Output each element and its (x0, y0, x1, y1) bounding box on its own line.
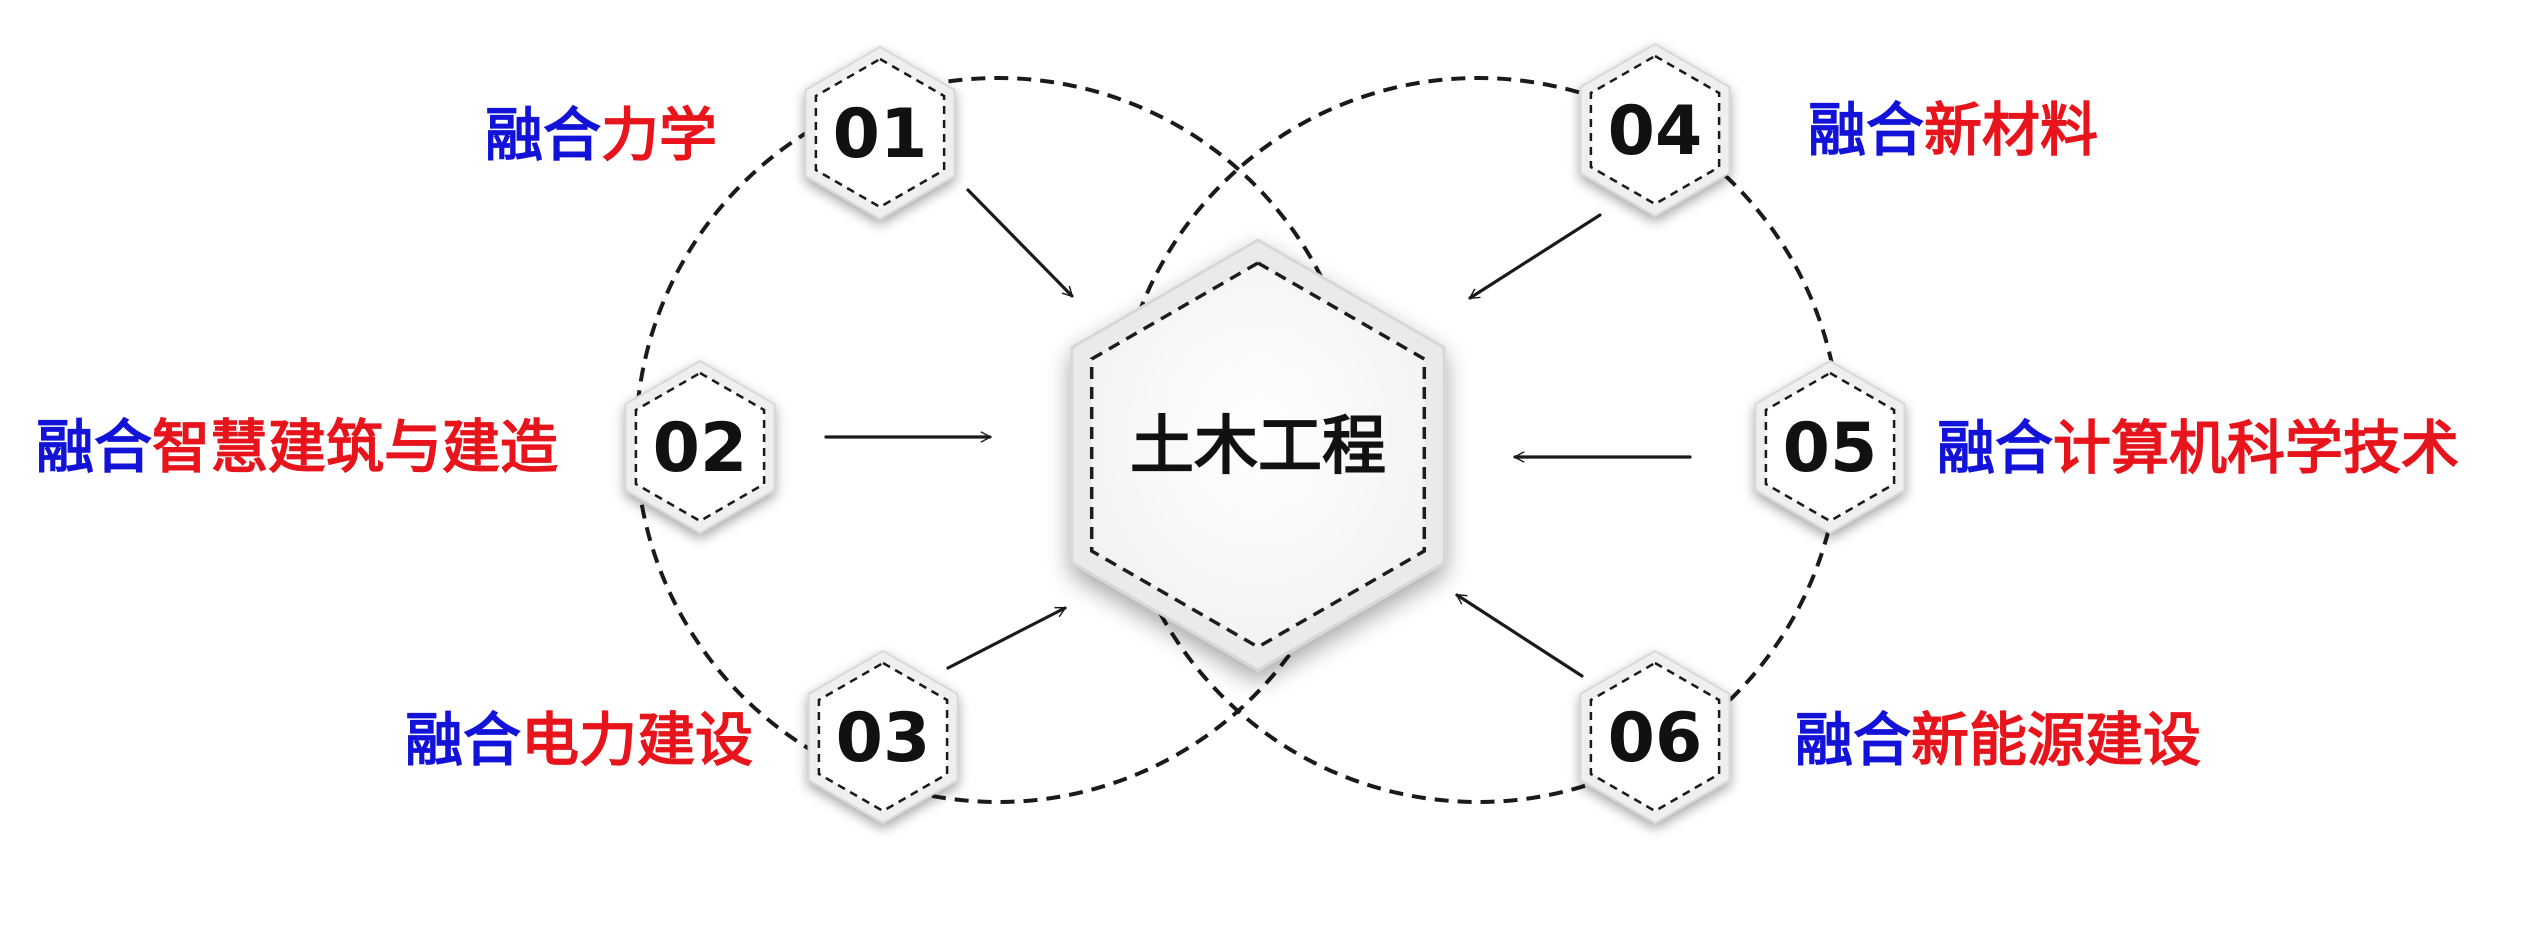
center-label: 土木工程 (1130, 410, 1386, 484)
arrow-icon (946, 606, 1067, 670)
node-05-number: 05 (1783, 409, 1878, 488)
node-02-hexagon: 02 (624, 359, 776, 535)
arrow-group (824, 188, 1692, 678)
node-01-hexagon: 01 (804, 45, 956, 221)
node-04-hexagon: 04 (1579, 42, 1731, 218)
node-02-number: 02 (653, 409, 748, 488)
node-03-prefix: 融合 (405, 706, 521, 774)
arrow-icon (1468, 213, 1602, 300)
node-05-label: 融合计算机科学技术 (1937, 414, 2459, 482)
node-03-topic: 电力建设 (521, 706, 753, 774)
node-02-prefix: 融合 (36, 413, 152, 481)
node-05-topic: 计算机科学技术 (2053, 414, 2459, 482)
node-05-hexagon: 05 (1754, 359, 1906, 535)
node-05-prefix: 融合 (1937, 414, 2053, 482)
center-hexagon (1070, 238, 1446, 672)
node-group: 01 02 03 04 05 06 (624, 42, 1906, 825)
node-06-topic: 新能源建设 (1911, 706, 2201, 774)
node-01-topic: 力学 (601, 101, 717, 169)
arrow-icon (966, 188, 1074, 298)
node-03-hexagon: 03 (807, 649, 959, 825)
node-hexagon-inner (814, 57, 946, 209)
node-06-label: 融合新能源建设 (1795, 706, 2201, 774)
node-01-prefix: 融合 (485, 101, 601, 169)
node-06-number: 06 (1608, 699, 1703, 778)
node-02-topic: 智慧建筑与建造 (152, 413, 558, 481)
node-04-label: 融合新材料 (1808, 96, 2098, 164)
node-03-number: 03 (836, 699, 931, 778)
node-06-prefix: 融合 (1795, 706, 1911, 774)
node-03-label: 融合电力建设 (405, 706, 753, 774)
arrow-icon (1455, 593, 1584, 678)
node-04-number: 04 (1608, 92, 1703, 171)
node-hexagon-inner (1764, 371, 1896, 523)
node-hexagon-inner (817, 661, 949, 813)
node-06-hexagon: 06 (1579, 649, 1731, 825)
node-hexagon-inner (1589, 661, 1721, 813)
node-hexagon-inner (1589, 54, 1721, 206)
node-04-prefix: 融合 (1808, 96, 1924, 164)
node-01-number: 01 (833, 95, 928, 174)
node-02-label: 融合智慧建筑与建造 (36, 413, 558, 481)
node-hexagon-inner (634, 371, 766, 523)
node-04-topic: 新材料 (1924, 96, 2098, 164)
center-hexagon-inner (1089, 260, 1427, 650)
node-01-label: 融合力学 (485, 101, 717, 169)
